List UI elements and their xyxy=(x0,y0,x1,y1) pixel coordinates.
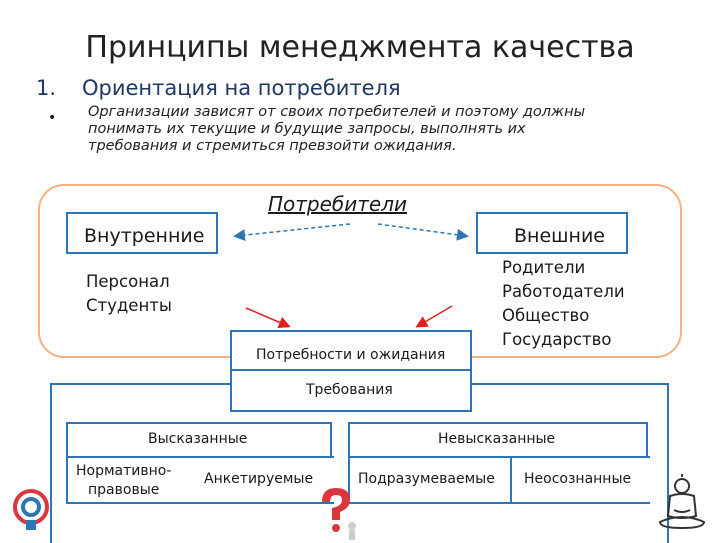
arrow-internal-needs xyxy=(246,308,288,326)
question-person-icon xyxy=(312,486,360,540)
arrow-to-internal xyxy=(236,224,350,236)
logo-icon xyxy=(12,488,50,532)
arrow-to-external xyxy=(378,224,466,236)
buddha-icon xyxy=(656,474,708,532)
arrow-external-needs xyxy=(418,306,452,326)
